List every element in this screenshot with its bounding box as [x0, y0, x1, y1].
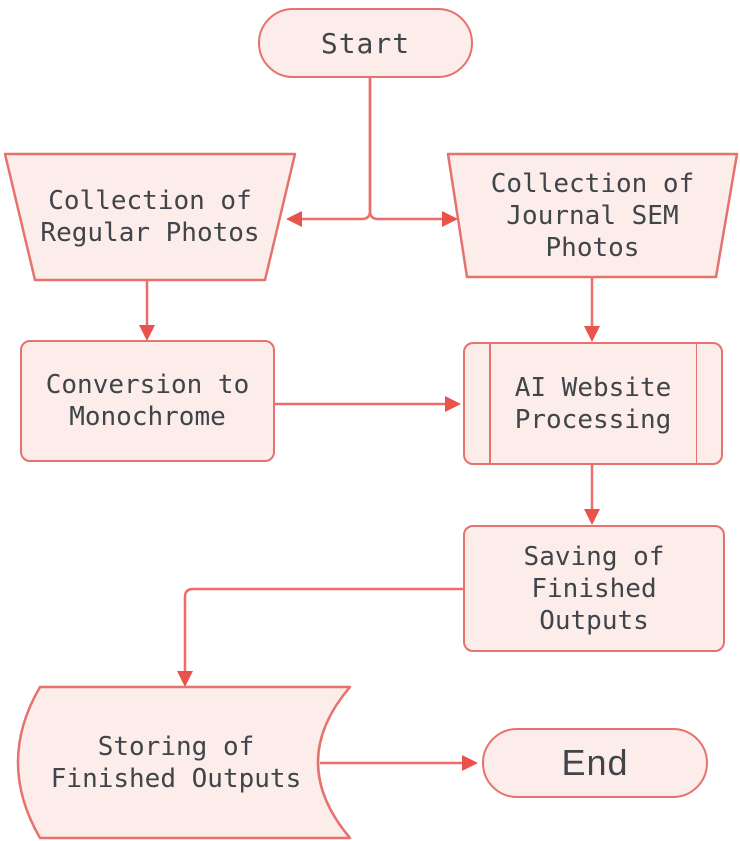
arrowhead-down-icon	[177, 671, 193, 687]
ai-label-line1: AI Website	[514, 372, 672, 403]
arrowhead-down-icon	[584, 326, 600, 342]
end-label: End	[561, 742, 629, 783]
arrowhead-right-icon	[445, 396, 461, 412]
arrowhead-right-icon	[462, 755, 478, 771]
node-conversion: Conversion to Monochrome	[20, 340, 275, 462]
predefined-process-left-bar	[489, 344, 491, 463]
edge-start-to-collection-regular	[302, 78, 372, 221]
trapezoid-collection-journal	[446, 152, 739, 279]
start-label: Start	[320, 26, 411, 60]
stored-data-storing	[16, 685, 352, 840]
saving-label-line3: Outputs	[539, 605, 649, 636]
node-start: Start	[258, 8, 473, 78]
conversion-label-line2: Monochrome	[69, 402, 226, 432]
conversion-label-line1: Conversion to	[45, 370, 250, 400]
arrowhead-left-icon	[286, 211, 302, 227]
arrowhead-down-icon	[584, 509, 600, 525]
edge-saving-to-storing	[183, 587, 463, 671]
trapezoid-collection-regular	[3, 152, 297, 282]
node-saving: Saving of Finished Outputs	[463, 525, 725, 652]
arrowhead-right-icon	[442, 211, 458, 227]
node-end: End	[482, 728, 708, 798]
edge-start-to-collection-journal	[368, 78, 442, 221]
saving-label-line2: Finished	[531, 573, 657, 604]
arrowhead-down-icon	[139, 325, 155, 341]
predefined-process-right-bar	[695, 344, 697, 463]
node-ai-processing: AI Website Processing	[463, 342, 723, 465]
ai-label-line2: Processing	[514, 404, 672, 435]
saving-label-line1: Saving of	[523, 541, 665, 572]
